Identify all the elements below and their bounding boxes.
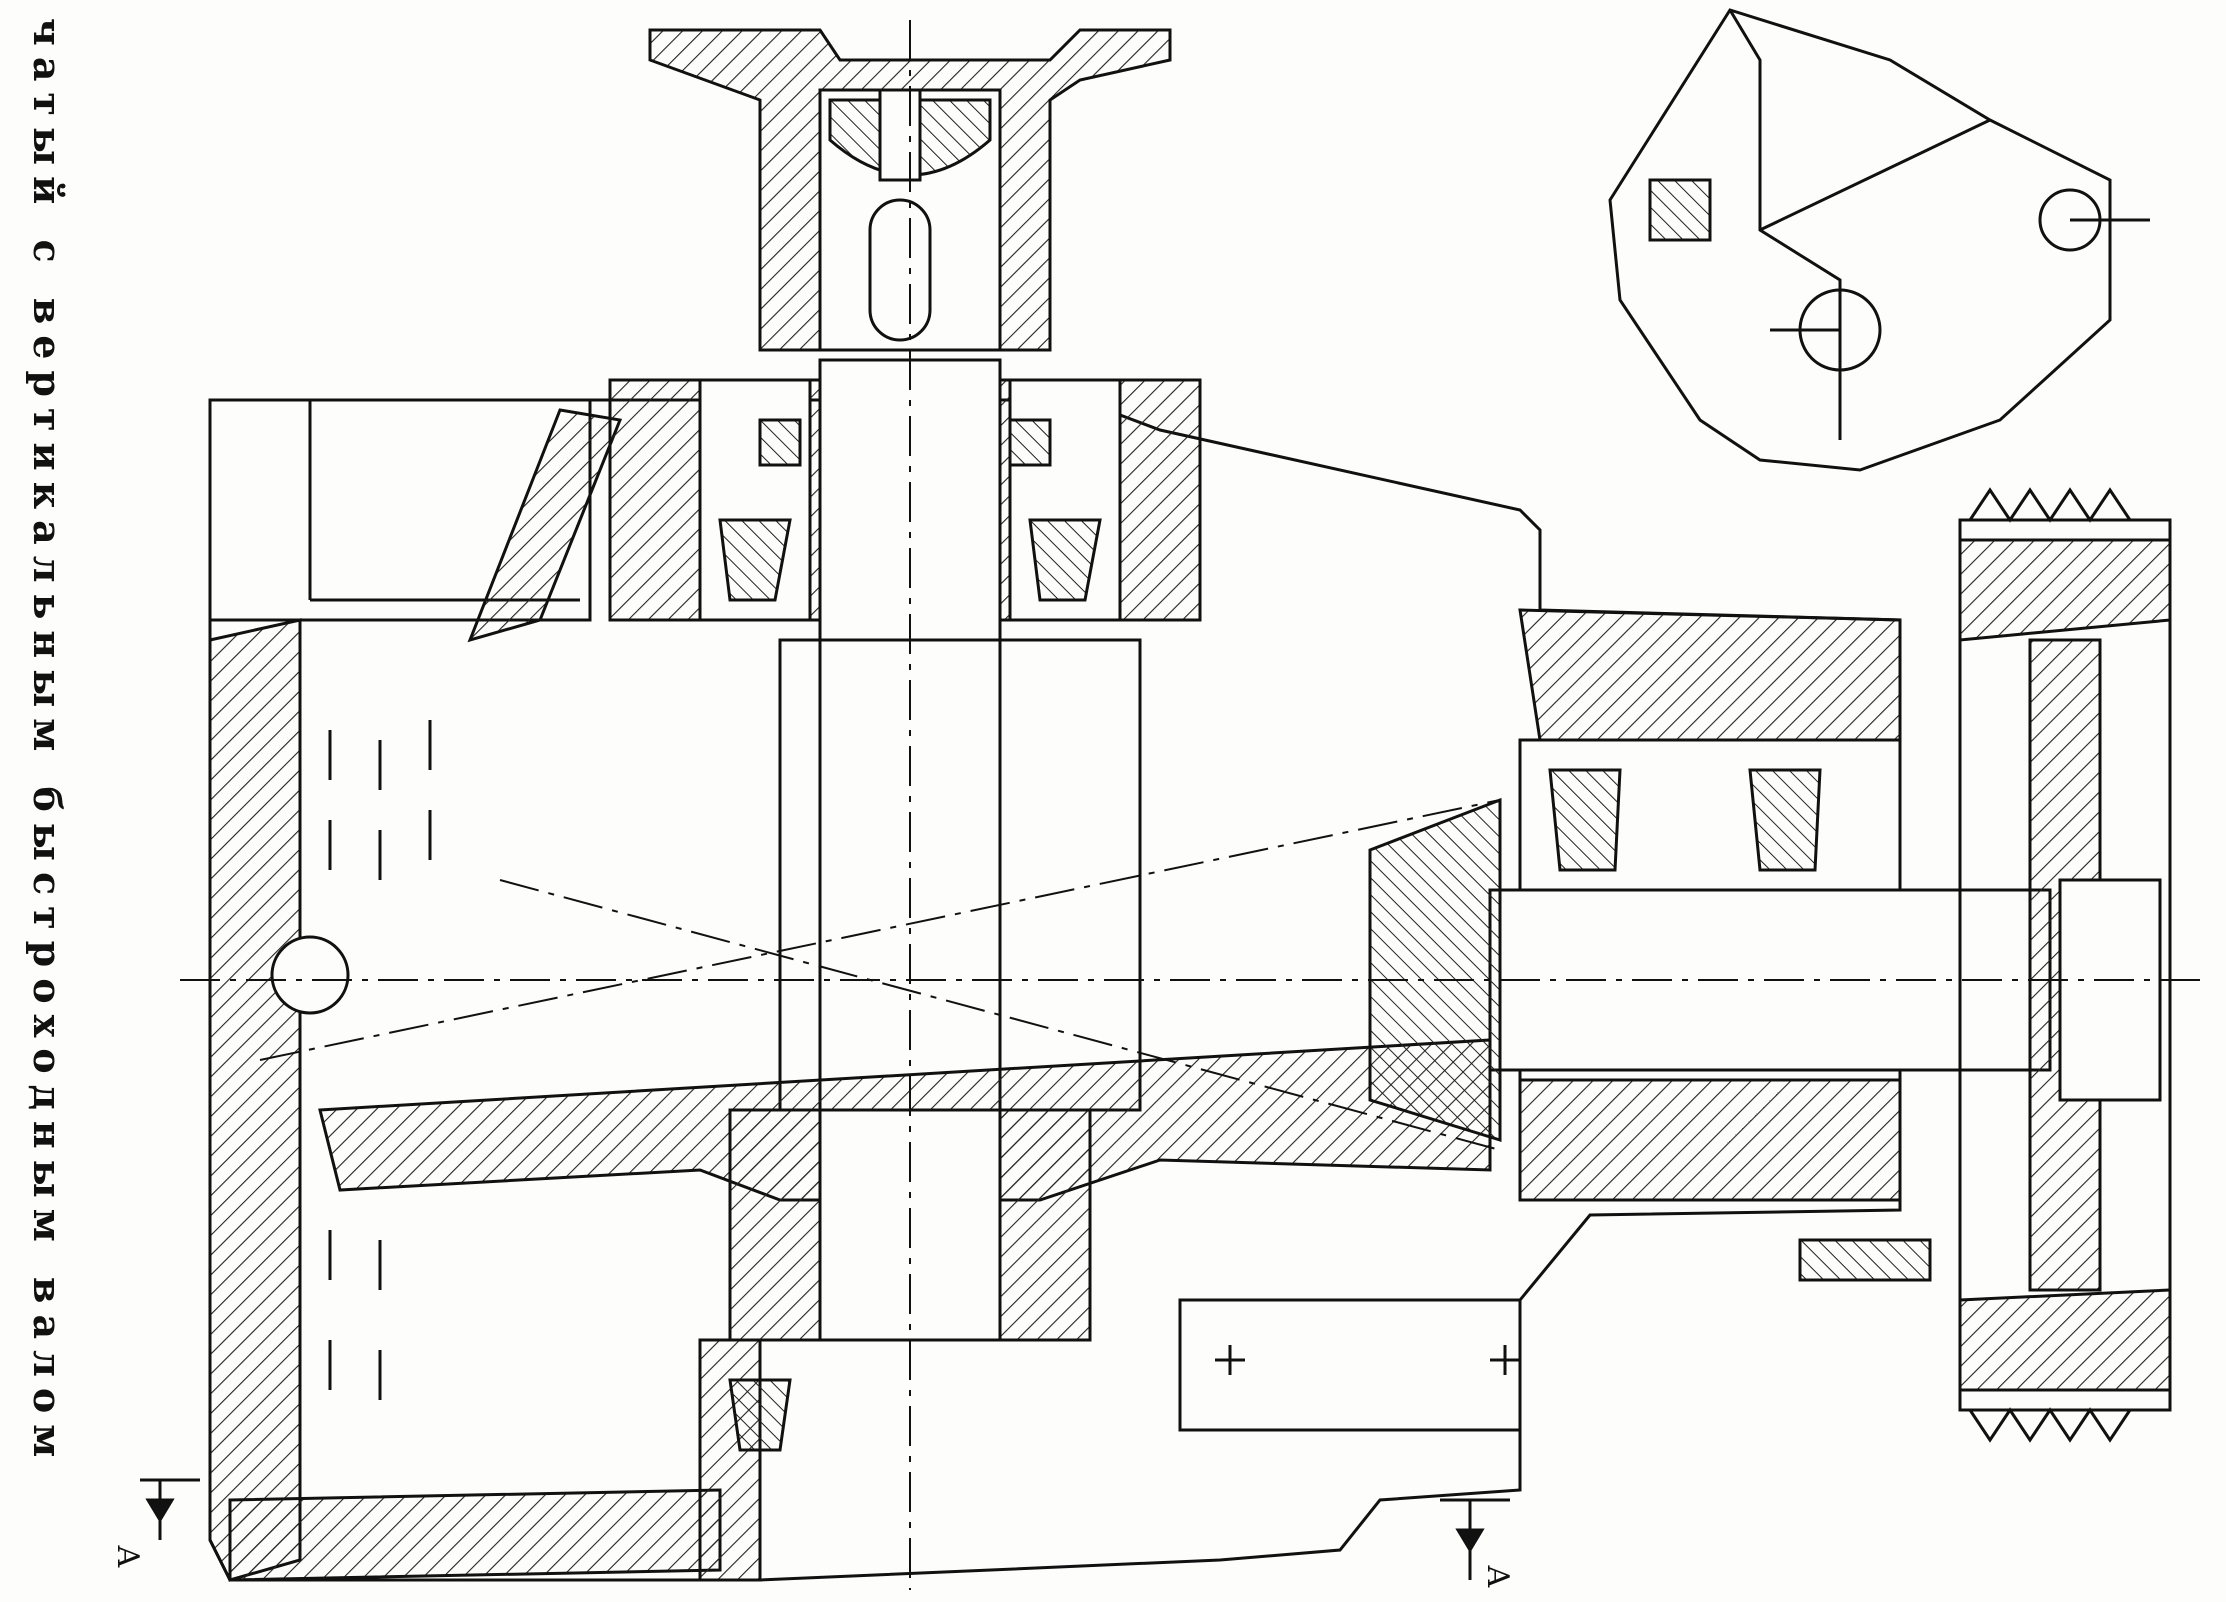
left-wall	[208, 618, 302, 1582]
section-arrow-icon	[140, 1478, 200, 1540]
mounting-bolt	[1798, 1238, 1932, 1282]
section-arrow-icon	[1440, 1498, 1510, 1580]
v-belt-pulley	[1958, 518, 2172, 1412]
section-label-left: А	[110, 1545, 145, 1568]
lower-bearing-housing	[698, 1338, 762, 1582]
upper-left-housing	[208, 398, 592, 622]
oil-level-hatch	[328, 720, 432, 1400]
drawing-caption: чатый с вертикальным быстроходным валом	[25, 18, 70, 1469]
oil-sight-glass	[270, 935, 350, 1015]
right-housing	[1518, 608, 1902, 742]
pinion	[1368, 797, 1502, 1143]
centerlines	[180, 20, 2200, 1590]
isometric-view	[1608, 8, 2150, 472]
section-label-right: А	[1480, 1565, 1515, 1588]
inspection-cover	[1178, 1298, 1522, 1432]
bottom-wall	[228, 1488, 722, 1582]
